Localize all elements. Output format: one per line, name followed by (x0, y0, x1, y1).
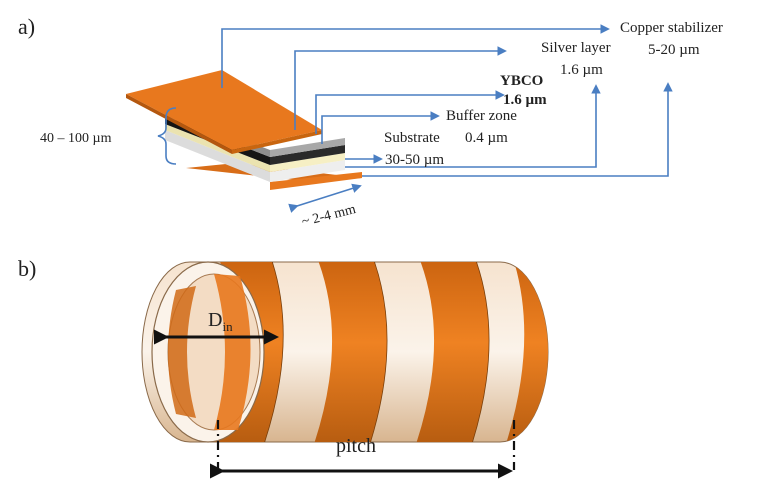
tape-substrate-front (270, 160, 345, 182)
copper-leader-bottom (362, 82, 673, 177)
substrate-value-label: 30-50 µm (385, 152, 444, 168)
buffer-leader (321, 111, 440, 144)
tape-copper-top (126, 70, 322, 150)
thickness-label: 40 – 100 µm (40, 131, 112, 146)
tape-ybco-front (270, 145, 345, 165)
tape-copper-top-edge (126, 94, 232, 154)
helix-strip-3 (414, 262, 490, 442)
silver-leader-bottom (345, 84, 601, 168)
width-label: ~ 2-4 mm (300, 202, 357, 230)
tape-stack (126, 70, 362, 190)
panel-b-label: b) (18, 256, 36, 281)
copper-name-label: Copper stabilizer (620, 20, 723, 36)
pitch-label: pitch (336, 435, 376, 457)
tape-copper-top-front (232, 130, 322, 154)
inner-helix-strip-2 (168, 286, 196, 418)
ybco-leader (315, 90, 505, 134)
layer-leaders (221, 24, 673, 177)
copper-leader-top (221, 24, 610, 88)
tape-silver-front (270, 138, 345, 157)
copper-value-label: 5-20 µm (648, 42, 700, 58)
tape-buffer (165, 124, 270, 172)
diameter-label: Din (208, 309, 233, 334)
thickness-brace (157, 107, 177, 165)
silver-value-label: 1.6 µm (560, 62, 603, 78)
helix-strip-2 (312, 262, 388, 442)
width-dimension-arrow (288, 183, 362, 213)
buffer-name-label: Buffer zone (446, 108, 517, 124)
helical-tube (141, 261, 549, 443)
ybco-value-label: 1.6 µm (503, 92, 547, 108)
helix-strip-4 (504, 262, 548, 442)
ybco-name-label: YBCO (500, 73, 543, 89)
diameter-subscript: in (222, 319, 233, 334)
buffer-value-label: 0.4 µm (465, 130, 508, 146)
tape-buffer-front (270, 153, 345, 172)
substrate-name-label: Substrate (384, 130, 440, 146)
tape-substrate (165, 130, 270, 182)
inner-helix-strip (214, 274, 251, 430)
silver-name-label: Silver layer (541, 40, 611, 56)
panel-a-label: a) (18, 14, 35, 39)
diameter-main: D (208, 309, 222, 331)
silver-leader (294, 46, 507, 130)
